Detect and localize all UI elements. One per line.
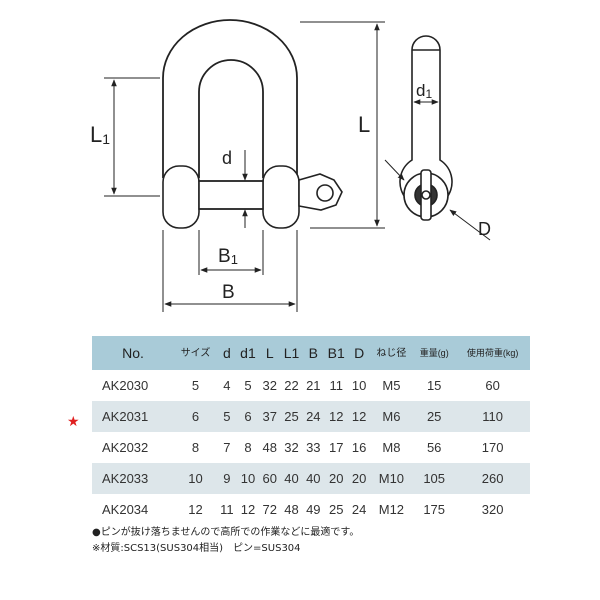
label-B: B: [222, 282, 235, 303]
table-cell-model-no: AK2030: [102, 378, 149, 393]
table-cell: 60: [485, 378, 500, 393]
header-d1: d1: [236, 336, 260, 370]
table-cell: 320: [481, 502, 504, 517]
header-load: 使用荷重(kg): [455, 336, 530, 370]
label-d: d: [222, 148, 232, 168]
table-cell: 110: [455, 401, 530, 432]
table-cell: 33: [306, 440, 321, 455]
table-cell: 25: [413, 401, 456, 432]
header-size: サイズ: [174, 336, 218, 370]
table-cell: M5: [382, 378, 401, 393]
table-cell: 20: [323, 463, 349, 494]
table-cell: 12: [348, 401, 370, 432]
table-cell: 10: [174, 463, 218, 494]
table-cell: 56: [426, 440, 442, 455]
table-cell: 170: [481, 440, 504, 455]
table-cell: 11: [220, 502, 234, 517]
header-thread: ねじ径: [369, 336, 414, 370]
table-cell: 12: [188, 502, 203, 517]
table-cell-model-no: AK2032: [102, 440, 149, 455]
table-cell: 7: [223, 440, 231, 455]
table-cell: M10: [369, 463, 414, 494]
table-cell: 22: [284, 378, 299, 393]
table-cell: 15: [426, 378, 442, 393]
table-cell: 37: [259, 401, 281, 432]
header-B: B: [302, 336, 324, 370]
table-cell: 72: [262, 502, 277, 517]
table-cell: M8: [382, 440, 401, 455]
table-cell: 12: [323, 401, 349, 432]
table-cell: M12: [378, 502, 405, 517]
table-cell: 6: [236, 401, 260, 432]
table-cell: 10: [351, 378, 367, 393]
header-weight: 重量(g): [413, 336, 456, 370]
table-cell: 260: [455, 463, 530, 494]
note-line: ※材質:SCS13(SUS304相当) ピン=SUS304: [92, 543, 301, 554]
table-cell: 5: [244, 378, 252, 393]
header-D: D: [348, 336, 370, 370]
table-cell: 32: [284, 440, 299, 455]
side-dimension-lines: [384, 99, 491, 241]
table-cell: M6: [369, 401, 414, 432]
shackle-side-view: [399, 35, 453, 221]
table-cell-model-no: AK2033: [92, 463, 174, 494]
table-cell: 9: [217, 463, 237, 494]
notes: ●ピンが抜け落ちませんので高所での作業などに最適です。 ※材質:SCS13(SU…: [92, 525, 359, 557]
table-cell: 48: [284, 502, 299, 517]
label-L: L: [358, 112, 370, 137]
table-cell: 49: [306, 502, 321, 517]
table-cell: 20: [348, 463, 370, 494]
header-no: No.: [92, 336, 174, 370]
table-cell: 8: [244, 440, 252, 455]
table-cell: 24: [351, 502, 367, 517]
table-cell-model-no: AK2031: [92, 401, 174, 432]
table-cell: 16: [351, 440, 367, 455]
table-cell: 4: [223, 378, 231, 393]
table-cell: 32: [262, 378, 277, 393]
table-row: AK2034 12 11 12 72 48 49 25 24 M12 175 320: [92, 494, 530, 525]
table-cell: 40: [280, 463, 303, 494]
table-cell: 5: [217, 401, 237, 432]
highlight-star: ★: [67, 414, 80, 430]
label-D: D: [478, 219, 491, 239]
table-cell: 24: [302, 401, 324, 432]
table-cell: 11: [329, 378, 343, 393]
front-dimension-lines: [104, 21, 385, 312]
table-cell: 48: [262, 440, 277, 455]
label-L1: L1: [90, 122, 110, 147]
spec-table: No. サイズ d d1 L L1 B B1 D ねじ径 重量(g) 使用荷重(…: [92, 336, 530, 525]
header-d: d: [217, 336, 237, 370]
table-cell: 25: [329, 502, 344, 517]
header-B1: B1: [323, 336, 349, 370]
note-line: ●ピンが抜け落ちませんので高所での作業などに最適です。: [92, 527, 360, 538]
table-cell: 6: [174, 401, 218, 432]
table-cell: 17: [329, 440, 344, 455]
table-cell: 12: [240, 502, 256, 517]
table-header-row: No. サイズ d d1 L L1 B B1 D ねじ径 重量(g) 使用荷重(…: [92, 336, 530, 370]
label-B1: B1: [218, 246, 238, 267]
table-cell: 8: [191, 440, 200, 455]
header-L: L: [259, 336, 281, 370]
table-cell: 175: [423, 502, 446, 517]
table-cell: 105: [413, 463, 456, 494]
header-L1: L1: [280, 336, 303, 370]
table-cell-model-no: AK2034: [102, 502, 149, 517]
table-cell: 10: [236, 463, 260, 494]
table-cell: 25: [280, 401, 303, 432]
table-cell: 60: [259, 463, 281, 494]
shackle-front-view: [162, 19, 343, 229]
table-cell: 5: [191, 378, 200, 393]
table-cell: 40: [302, 463, 324, 494]
shackle-technical-drawing: L1 L d B1 B d1 D: [90, 19, 491, 312]
table-cell: 21: [306, 378, 321, 393]
